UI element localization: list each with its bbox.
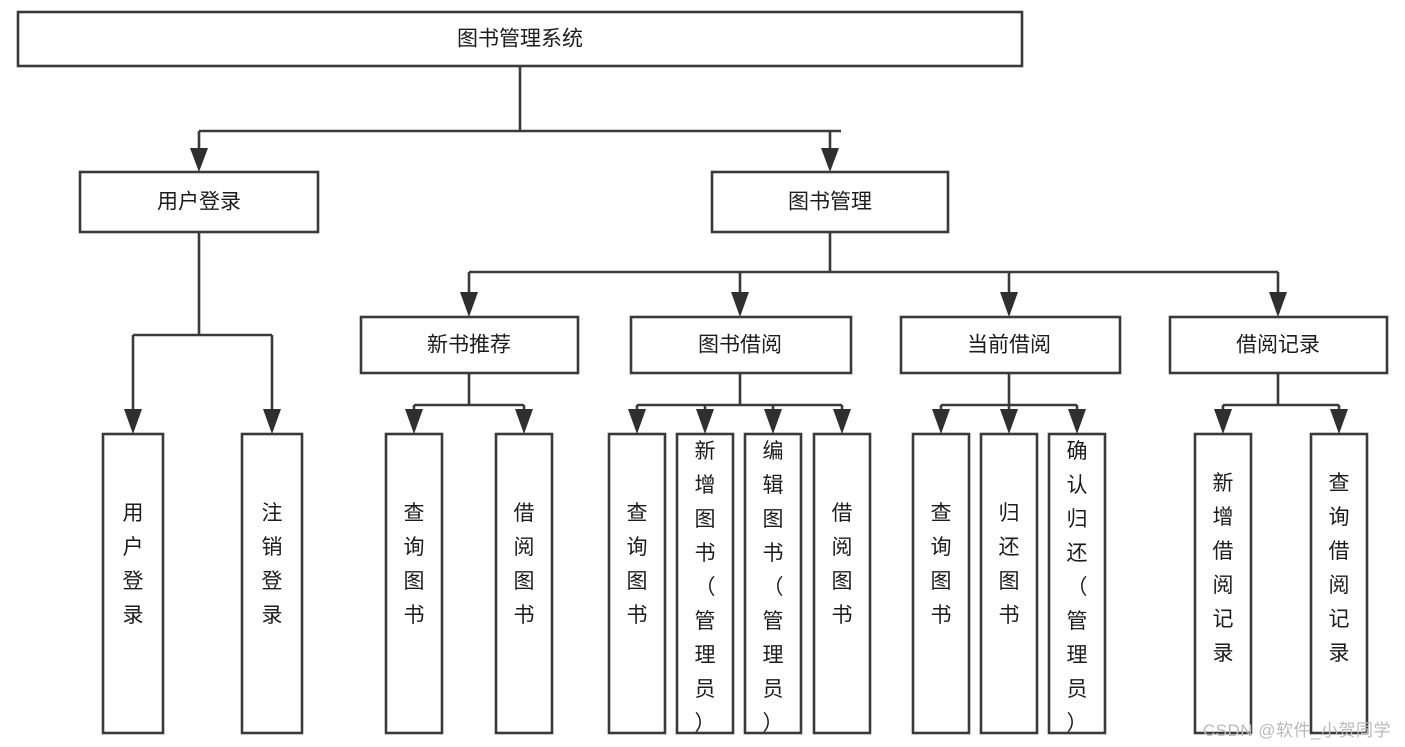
- arrow-root-to-user-login: [190, 148, 208, 172]
- node-leaf-borrow-book-1[interactable]: 借阅图书: [494, 432, 554, 735]
- arrow-cb-to-leaf3: [1068, 409, 1086, 434]
- arrow-br-to-leaf1: [1214, 409, 1232, 434]
- node-leaf-edit-book-box[interactable]: [743, 432, 803, 735]
- node-leaf-return-book-label: 归还图书: [999, 502, 1020, 627]
- connector-group-book-manage: [460, 232, 1287, 317]
- node-leaf-query-book-3-label: 查询图书: [931, 502, 952, 627]
- node-leaf-borrow-book-1-box[interactable]: [494, 432, 554, 735]
- node-leaf-add-book-label: 新增图书（管理员）: [695, 440, 716, 735]
- node-leaf-query-book-1[interactable]: 查询图书: [384, 432, 444, 735]
- node-leaf-borrow-book-2[interactable]: 借阅图书: [812, 432, 872, 735]
- node-leaf-query-record[interactable]: 查询借阅记录: [1309, 432, 1369, 735]
- node-leaf-logout-login[interactable]: 注销登录: [240, 432, 304, 735]
- arrow-bb-to-leaf3: [764, 409, 782, 434]
- arrow-br-to-leaf2: [1330, 409, 1348, 434]
- node-leaf-borrow-book-2-box[interactable]: [812, 432, 872, 735]
- node-leaf-logout-login-label: 注销登录: [262, 502, 283, 627]
- node-book-borrow-box[interactable]: [629, 315, 853, 375]
- arrow-bb-to-leaf2: [696, 409, 714, 434]
- node-leaf-add-record-box[interactable]: [1193, 432, 1253, 735]
- node-new-book-recommend[interactable]: 新书推荐: [359, 315, 580, 375]
- arrow-nbr-to-leaf1: [405, 409, 423, 434]
- node-current-borrow[interactable]: 当前借阅: [899, 315, 1122, 375]
- node-leaf-return-book-box[interactable]: [979, 432, 1039, 735]
- node-leaf-add-record[interactable]: 新增借阅记录: [1193, 432, 1253, 735]
- node-book-manage[interactable]: 图书管理: [710, 170, 950, 234]
- arrow-cb-to-leaf2: [1000, 409, 1018, 434]
- node-new-book-recommend-label: 新书推荐: [427, 334, 511, 357]
- arrow-bb-to-leaf1: [628, 409, 646, 434]
- node-borrow-record-label: 借阅记录: [1236, 334, 1320, 357]
- node-leaf-query-book-3-box[interactable]: [911, 432, 971, 735]
- node-leaf-user-login[interactable]: 用户登录: [101, 432, 165, 735]
- node-user-login[interactable]: 用户登录: [78, 170, 320, 234]
- node-leaf-edit-book-label: 编辑图书（管理员）: [763, 440, 784, 735]
- node-borrow-record-box[interactable]: [1168, 315, 1389, 375]
- node-leaf-add-record-label: 新增借阅记录: [1213, 472, 1234, 665]
- node-new-book-recommend-box[interactable]: [359, 315, 580, 375]
- arrow-bm-to-borrow-record: [1269, 292, 1287, 317]
- node-book-manage-box[interactable]: [710, 170, 950, 234]
- arrow-root-to-book-manage: [821, 148, 839, 172]
- node-leaf-query-book-2-box[interactable]: [607, 432, 667, 735]
- connector-group-book-borrow: [628, 373, 851, 434]
- node-leaf-return-book[interactable]: 归还图书: [979, 432, 1039, 735]
- connector-group-current-borrow: [932, 373, 1086, 434]
- node-user-login-label: 用户登录: [157, 191, 241, 214]
- node-leaf-logout-login-box[interactable]: [240, 432, 304, 735]
- node-current-borrow-label: 当前借阅: [967, 334, 1051, 357]
- node-user-login-box[interactable]: [78, 170, 320, 234]
- node-book-manage-label: 图书管理: [788, 191, 872, 214]
- node-leaf-confirm-return-label: 确认归还（管理员）: [1067, 440, 1088, 735]
- node-leaf-query-book-1-box[interactable]: [384, 432, 444, 735]
- arrow-ul-to-leaf1: [124, 409, 142, 434]
- node-leaf-add-book-box[interactable]: [675, 432, 735, 735]
- node-leaf-confirm-return-box[interactable]: [1047, 432, 1107, 735]
- arrow-ul-to-leaf2: [263, 409, 281, 434]
- node-borrow-record[interactable]: 借阅记录: [1168, 315, 1389, 375]
- node-current-borrow-box[interactable]: [899, 315, 1122, 375]
- node-leaf-query-book-2[interactable]: 查询图书: [607, 432, 667, 735]
- node-root-system[interactable]: 图书管理系统: [16, 10, 1024, 68]
- node-leaf-borrow-book-1-label: 借阅图书: [514, 502, 535, 627]
- node-leaf-query-book-2-label: 查询图书: [627, 502, 648, 627]
- node-leaf-borrow-book-2-label: 借阅图书: [832, 502, 853, 627]
- node-leaf-query-book-1-label: 查询图书: [404, 502, 425, 627]
- node-leaf-add-book[interactable]: 新增图书（管理员）: [675, 432, 735, 735]
- connector-group-root: [190, 66, 841, 172]
- node-leaf-user-login-box[interactable]: [101, 432, 165, 735]
- arrow-cb-to-leaf1: [932, 409, 950, 434]
- connector-group-borrow-record: [1214, 373, 1348, 434]
- csdn-watermark: CSDN @软件_小贺同学: [1202, 721, 1391, 740]
- arrow-bb-to-leaf4: [833, 409, 851, 434]
- arrow-bm-to-current-borrow: [1000, 292, 1018, 317]
- node-root-system-box[interactable]: [16, 10, 1024, 68]
- node-leaf-user-login-label: 用户登录: [123, 502, 144, 627]
- node-leaf-query-record-box[interactable]: [1309, 432, 1369, 735]
- node-leaf-query-book-3[interactable]: 查询图书: [911, 432, 971, 735]
- node-book-borrow[interactable]: 图书借阅: [629, 315, 853, 375]
- arrow-bm-to-book-borrow: [731, 292, 749, 317]
- node-leaf-edit-book[interactable]: 编辑图书（管理员）: [743, 432, 803, 735]
- node-leaf-confirm-return[interactable]: 确认归还（管理员）: [1047, 432, 1107, 735]
- node-root-system-label: 图书管理系统: [457, 28, 583, 51]
- arrow-bm-to-new-book: [460, 292, 478, 317]
- connector-group-user-login: [124, 232, 281, 434]
- node-leaf-query-record-label: 查询借阅记录: [1329, 472, 1350, 665]
- connector-group-new-book-recommend: [405, 373, 533, 434]
- arrow-nbr-to-leaf2: [515, 409, 533, 434]
- node-book-borrow-label: 图书借阅: [698, 334, 782, 357]
